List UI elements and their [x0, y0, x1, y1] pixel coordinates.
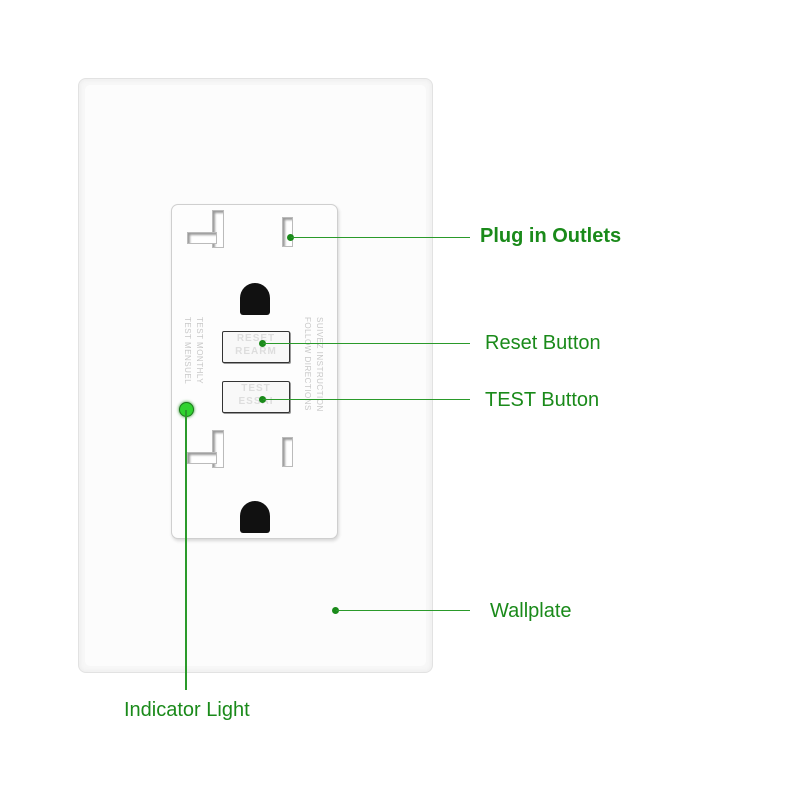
wallplate-label: Wallplate	[490, 600, 572, 622]
outlet-lower-t-slot	[187, 452, 217, 464]
test-pointer-dot	[259, 396, 266, 403]
indicator-light	[179, 402, 194, 417]
test-monthly-text: TEST MONTHLY	[195, 317, 204, 385]
outlet-upper-ground	[240, 283, 270, 315]
suivez-instruction-text: SUIVEZ INSTRUCTION	[315, 317, 324, 412]
outlet-lower-hot-slot	[282, 437, 293, 467]
reset-leader-line	[263, 343, 470, 344]
outlet-upper-hot-slot	[282, 217, 293, 247]
outlet-lower-ground	[240, 501, 270, 533]
outlet-upper-t-slot	[187, 232, 217, 244]
test-button-text-fr: ESSAI	[238, 396, 274, 407]
follow-directions-text: FOLLOW DIRECTIONS	[303, 317, 312, 411]
plug-outlets-pointer-dot	[287, 234, 294, 241]
wallplate	[78, 78, 433, 673]
wallplate-pointer-dot	[332, 607, 339, 614]
test-button[interactable]: TEST ESSAI	[222, 381, 290, 413]
plug-outlets-leader-line	[291, 237, 470, 238]
reset-button[interactable]: RESET REARM	[222, 331, 290, 363]
reset-pointer-dot	[259, 340, 266, 347]
reset-button-text: RESET	[236, 333, 276, 344]
test-button-label: TEST Button	[485, 389, 600, 411]
test-mensuel-text: TEST MENSUEL	[183, 317, 192, 385]
indicator-leader-line	[185, 410, 187, 690]
reset-button-text-fr: REARM	[235, 346, 277, 357]
indicator-light-label: Indicator Light	[124, 699, 250, 721]
test-leader-line	[263, 399, 470, 400]
gfci-receptacle: TEST MENSUEL TEST MONTHLY FOLLOW DIRECTI…	[171, 204, 338, 539]
reset-button-label: Reset Button	[485, 332, 601, 354]
plug-in-outlets-label: Plug in Outlets	[480, 225, 622, 247]
test-button-text: TEST	[241, 383, 271, 394]
wallplate-leader-line	[336, 610, 470, 611]
